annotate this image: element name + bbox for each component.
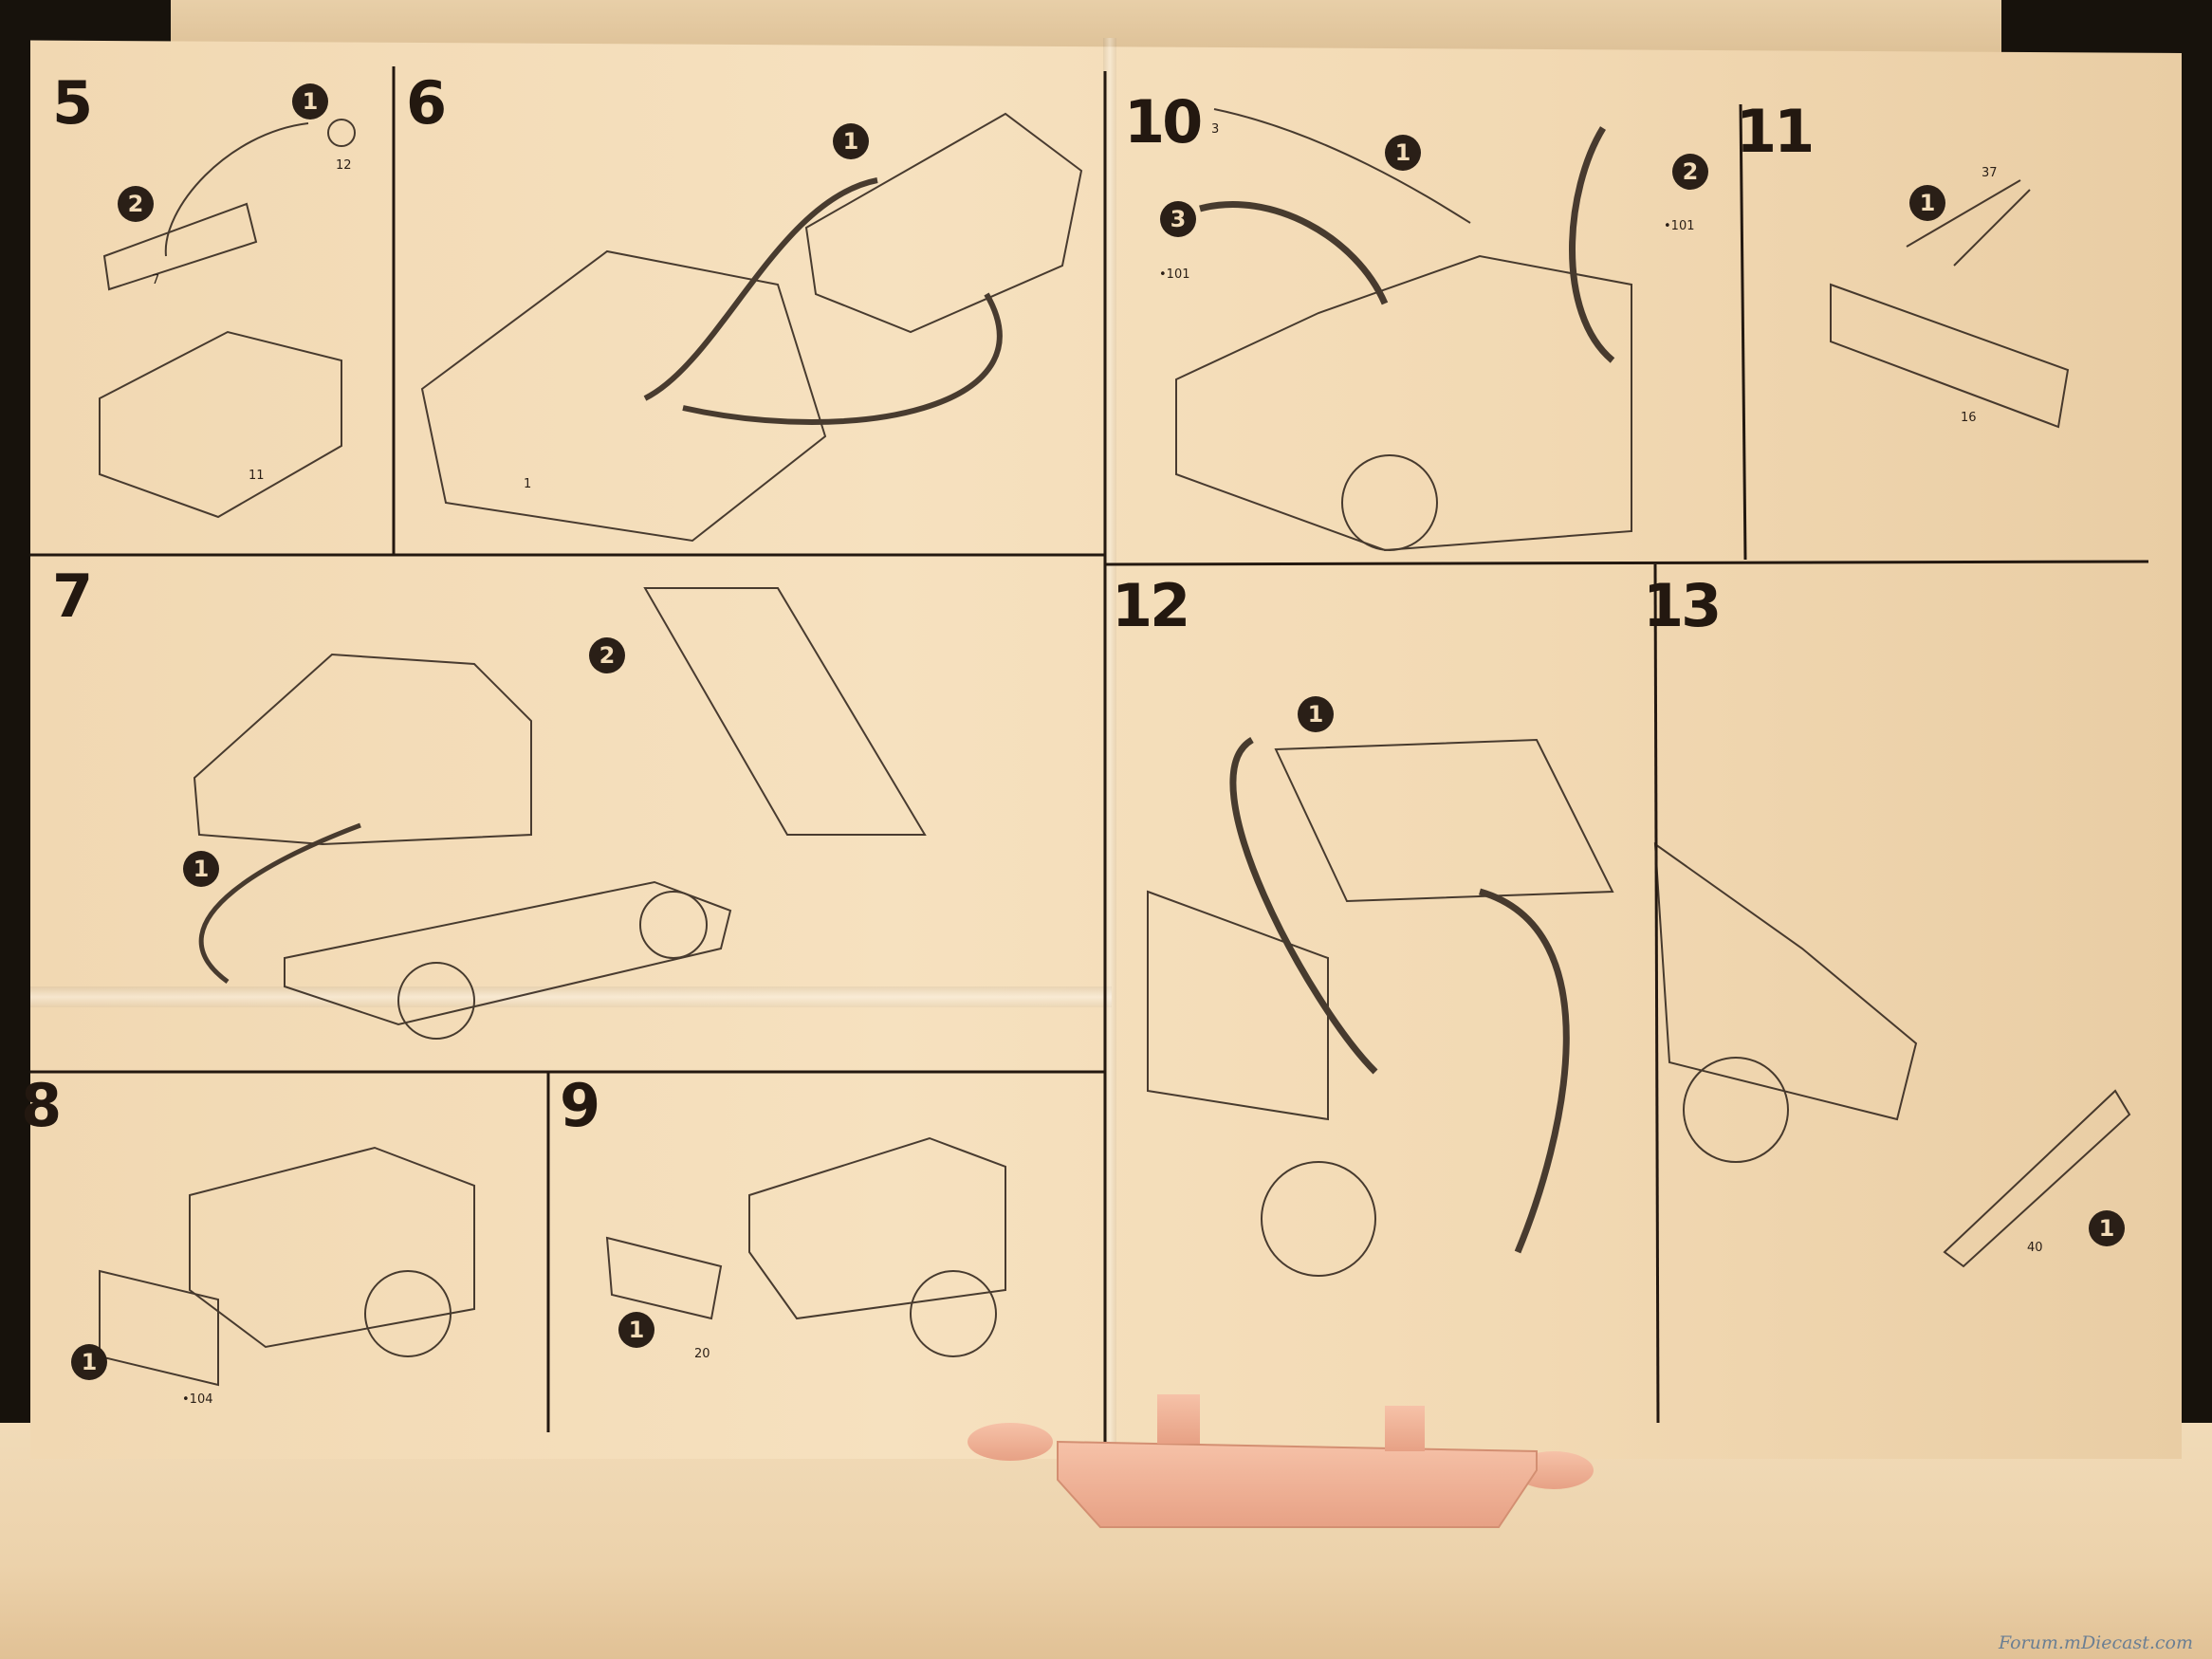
steering-wheel xyxy=(327,119,356,147)
callout-3-step10: 3 xyxy=(1160,201,1196,237)
part-number-40: 40 xyxy=(2027,1241,2043,1255)
step-number-9: 9 xyxy=(560,1071,600,1140)
front-wheel-10 xyxy=(1341,454,1438,551)
part-number-12: 12 xyxy=(336,158,352,173)
interior-tub xyxy=(420,249,827,543)
callout-1-step12: 1 xyxy=(1298,696,1334,732)
divider-10-11 xyxy=(1739,103,1747,561)
step-number-8: 8 xyxy=(21,1071,62,1140)
plastic-bumper-part xyxy=(968,1394,1594,1528)
callout-1-step8: 1 xyxy=(71,1344,107,1380)
front-wheel-9 xyxy=(910,1270,997,1357)
arrow-hinge-2 xyxy=(1569,126,1615,363)
rear-frame-13 xyxy=(1653,841,1918,1121)
watermark-text: Forum.mDiecast.com xyxy=(1998,1632,2193,1653)
front-wheel-7 xyxy=(397,962,475,1040)
assembly-arrow-b xyxy=(682,292,1003,425)
rear-wheel-12 xyxy=(1261,1161,1376,1277)
front-wheel-8 xyxy=(364,1270,452,1357)
seat-assembly xyxy=(804,112,1083,334)
rear-wheel-7 xyxy=(639,891,708,959)
inset-7 xyxy=(643,587,927,836)
arrow-12-b xyxy=(1479,888,1570,1254)
arrow-hinge-3 xyxy=(1199,201,1389,305)
divider-row1-right xyxy=(1104,560,2149,566)
part-number-1: 1 xyxy=(524,477,532,491)
callout-1-step6: 1 xyxy=(833,123,869,159)
callout-1-step10: 1 xyxy=(1385,135,1421,171)
callout-2-step7: 2 xyxy=(589,637,625,673)
part-number-104: •104 xyxy=(182,1392,213,1407)
arrow-12-a xyxy=(1229,736,1378,1075)
arrow-12 xyxy=(164,122,309,257)
part-number-101-right: •101 xyxy=(1664,219,1695,233)
callout-2-step10: 2 xyxy=(1672,154,1708,190)
grille-104 xyxy=(99,1269,219,1387)
callout-1-step9: 1 xyxy=(618,1312,654,1348)
step-number-10: 10 xyxy=(1124,87,1203,157)
arrow-7-1 xyxy=(198,822,361,985)
seat-tub xyxy=(99,330,342,519)
truck-front-8 xyxy=(189,1146,475,1349)
step-number-7: 7 xyxy=(52,562,93,631)
part-number-37: 37 xyxy=(1982,166,1998,180)
rear-body-12 xyxy=(1147,890,1329,1121)
rear-bumper-40 xyxy=(1943,1089,2131,1268)
step-number-12: 12 xyxy=(1112,571,1190,640)
frame-11 xyxy=(1830,283,2070,429)
bed-frame-12 xyxy=(1274,738,1614,903)
divider-12-13 xyxy=(1653,563,1660,1424)
part-number-7: 7 xyxy=(152,273,160,287)
part-number-20: 20 xyxy=(694,1347,710,1361)
truck-front-body xyxy=(1175,254,1632,552)
cab-body-7 xyxy=(193,653,532,846)
part-number-3: 3 xyxy=(1211,122,1220,137)
callout-2-step5: 2 xyxy=(118,186,154,222)
step-number-5: 5 xyxy=(52,68,93,138)
callout-1-step5: 1 xyxy=(292,83,328,120)
part-number-16: 16 xyxy=(1961,411,1977,425)
callout-1-step13: 1 xyxy=(2089,1210,2125,1246)
step-number-13: 13 xyxy=(1643,571,1722,640)
callout-1-step11: 1 xyxy=(1909,185,1945,221)
truck-front-9 xyxy=(748,1136,1006,1320)
chassis-7 xyxy=(284,880,732,1026)
step-number-11: 11 xyxy=(1736,97,1815,166)
crossmembers-37 xyxy=(1906,179,2031,267)
dash-part xyxy=(102,202,258,291)
front-bumper-20 xyxy=(605,1236,723,1320)
part-number-101-left: •101 xyxy=(1159,267,1190,282)
rear-wheel-13 xyxy=(1683,1057,1789,1163)
assembly-arrow-a xyxy=(643,177,878,401)
hood xyxy=(1213,108,1471,224)
step-number-6: 6 xyxy=(406,68,447,138)
part-number-11: 11 xyxy=(249,469,265,483)
callout-1-step7: 1 xyxy=(183,851,219,887)
